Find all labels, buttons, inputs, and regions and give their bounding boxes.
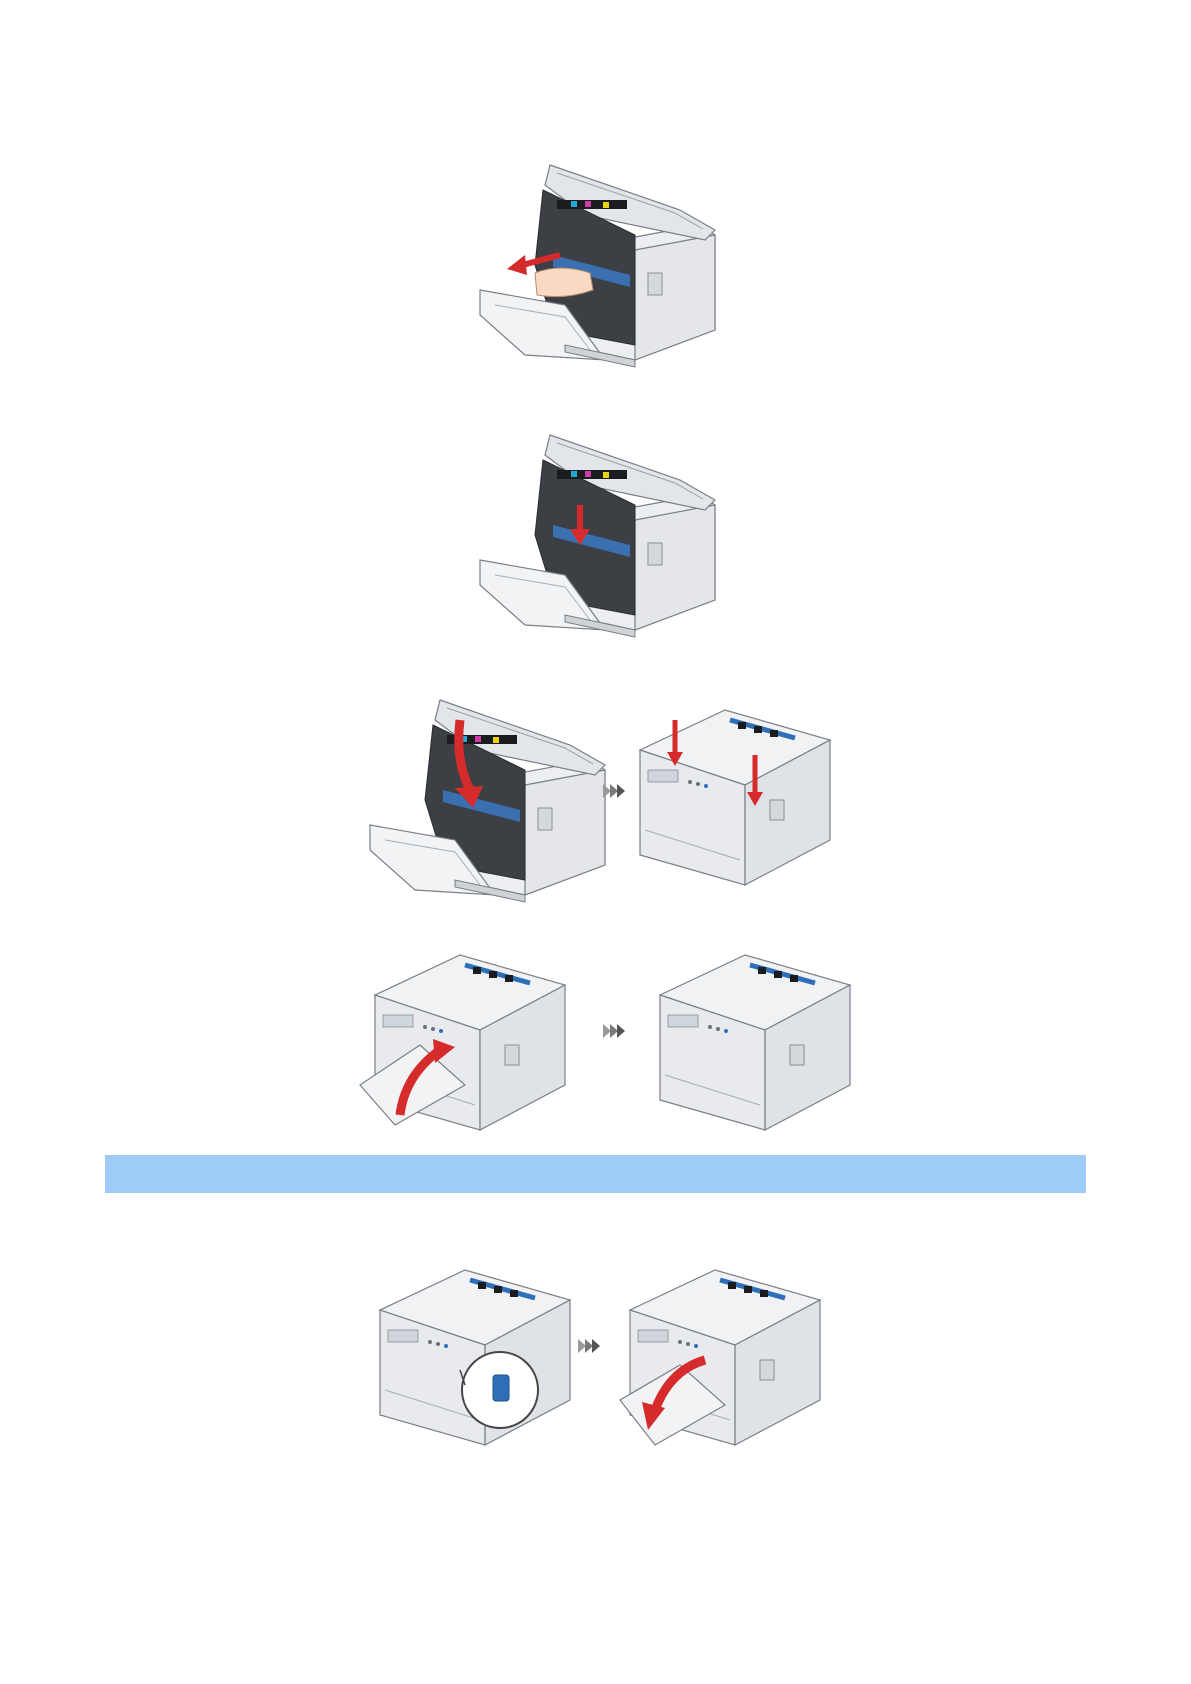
chevron-right-icon: [603, 1024, 627, 1045]
step-1-illustration: [465, 155, 735, 370]
step-5-left-illustration: [360, 1250, 590, 1450]
section-header-bar: [105, 1155, 1086, 1193]
step-3-left-illustration: [355, 690, 625, 905]
press-down-illustration: [465, 425, 735, 640]
press-top-cover-illustration: [620, 690, 850, 905]
close-scanner-illustration: [355, 690, 625, 905]
step-3-right-illustration: [620, 690, 850, 905]
chevron-right-icon: [578, 1339, 602, 1360]
step-2-illustration: [465, 425, 735, 640]
step-4-right-illustration: [640, 935, 870, 1135]
step-4-left-illustration: [355, 935, 605, 1135]
close-front-cover-illustration: [355, 935, 605, 1135]
pull-lever-illustration: [465, 155, 735, 370]
front-cover-release-illustration: [360, 1250, 590, 1450]
closed-printer-illustration: [640, 935, 870, 1135]
zoom-callout: [460, 1352, 538, 1428]
step-5-right-illustration: [610, 1250, 850, 1450]
open-front-cover-illustration: [610, 1250, 850, 1450]
